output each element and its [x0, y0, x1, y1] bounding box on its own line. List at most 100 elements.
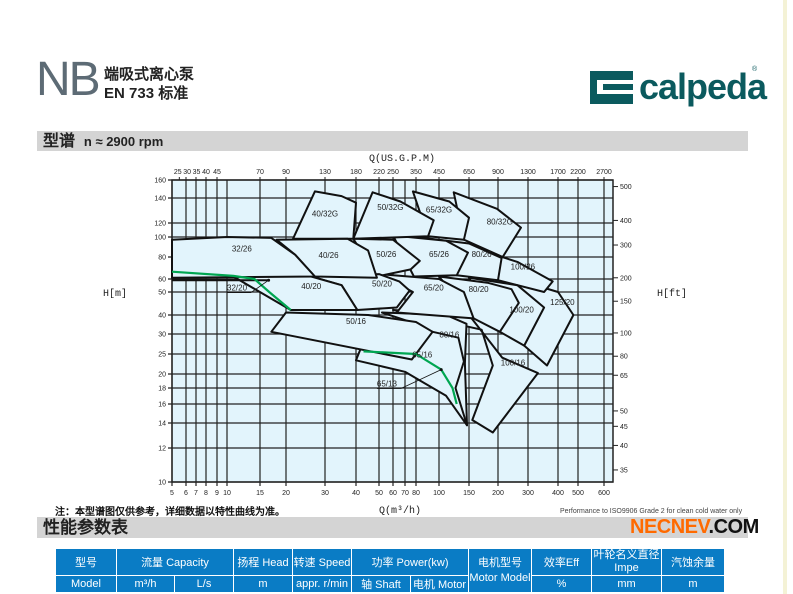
- pump-region-label: 65/32G: [426, 206, 452, 215]
- performance-table: 型号 流量 Capacity 扬程 Head 转速 Speed 功率 Power…: [55, 548, 725, 593]
- col-head: 扬程 Head: [233, 548, 293, 576]
- y-tick-label: 12: [158, 446, 166, 453]
- x-tick-label: 7: [194, 490, 198, 497]
- y-tick-label: 120: [154, 221, 166, 228]
- x2-tick-label: 35: [193, 169, 201, 176]
- x-tick-label: 300: [522, 490, 534, 497]
- col-npsh: 汽蚀余量: [661, 548, 725, 576]
- y-tick-label: 10: [158, 480, 166, 487]
- unit-shaft: 轴 Shaft: [351, 575, 411, 593]
- x2-tick-label: 90: [282, 169, 290, 176]
- x2-axis-title: Q(US.G.P.M): [369, 153, 435, 165]
- watermark-part1: NECNEV: [630, 516, 709, 538]
- y-tick-label: 50: [158, 290, 166, 297]
- x-tick-label: 10: [223, 490, 231, 497]
- unit-m: m: [233, 575, 293, 593]
- pump-region-50-32G: [352, 191, 435, 240]
- pump-region-label: 40/32G: [312, 209, 338, 218]
- y2-axis-title: H[ft]: [657, 288, 687, 300]
- x2-tick-label: 180: [350, 169, 362, 176]
- pump-region-label: 80/16: [439, 331, 460, 340]
- pump-region-50-16: [270, 311, 434, 361]
- x2-tick-label: 45: [213, 169, 221, 176]
- callout-point: [439, 368, 443, 372]
- x2-tick-label: 250: [387, 169, 399, 176]
- y-tick-label: 20: [158, 372, 166, 379]
- pump-region-label: 50/32G: [377, 203, 403, 212]
- unit-mm: mm: [591, 575, 662, 593]
- plot-frame: [171, 179, 614, 483]
- x-tick-label: 100: [433, 490, 445, 497]
- col-capacity: 流量 Capacity: [116, 548, 234, 576]
- callout-label-32-20: 32/20: [227, 284, 248, 293]
- col-impeller: 叶轮名义直径 Impe: [591, 548, 662, 576]
- series-name: NB: [36, 53, 101, 106]
- pump-region-100-16: [392, 309, 539, 434]
- y-tick-label: 16: [158, 402, 166, 409]
- pump-region-65-16: [355, 330, 468, 427]
- x-tick-label: 40: [352, 490, 360, 497]
- y2-tick-label: 500: [620, 184, 632, 191]
- unit-motor: 电机 Motor: [410, 575, 469, 593]
- section-title: 型谱: [43, 133, 76, 150]
- unit-npsh-m: m: [661, 575, 725, 593]
- x-tick-label: 70: [401, 490, 409, 497]
- x2-tick-label: 1300: [520, 169, 536, 176]
- x-tick-label: 400: [552, 490, 564, 497]
- y-tick-label: 40: [158, 313, 166, 320]
- y-tick-label: 25: [158, 352, 166, 359]
- logo-text: calpeda: [639, 66, 767, 107]
- y2-tick-label: 80: [620, 354, 628, 361]
- y-tick-label: 60: [158, 277, 166, 284]
- y-axis-title: H[m]: [103, 288, 127, 300]
- pump-region-label: 100/16: [501, 358, 526, 367]
- pump-region-label: 32/26: [232, 245, 253, 254]
- calpeda-logo: calpeda: [590, 66, 767, 108]
- x2-tick-label: 220: [373, 169, 385, 176]
- pump-region-label: 40/20: [301, 282, 322, 291]
- x2-tick-label: 350: [410, 169, 422, 176]
- callout-leader: [250, 279, 269, 293]
- unit-model: Model: [55, 575, 117, 593]
- col-efficiency: 效率Eff: [531, 548, 592, 576]
- pump-region-label: 65/20: [424, 284, 445, 293]
- registered-mark: ®: [752, 66, 758, 73]
- col-power: 功率 Power(kw): [351, 548, 469, 576]
- callout-label-65-13: 65/13: [377, 380, 398, 389]
- x-tick-label: 8: [204, 490, 208, 497]
- x2-tick-label: 130: [319, 169, 331, 176]
- x-tick-label: 150: [463, 490, 475, 497]
- x-tick-label: 60: [389, 490, 397, 497]
- x-tick-label: 9: [215, 490, 219, 497]
- y2-tick-label: 65: [620, 373, 628, 380]
- col-motor-model: 电机型号 Motor Model: [468, 548, 532, 593]
- x2-tick-label: 30: [183, 169, 191, 176]
- page-edge: [783, 0, 787, 594]
- watermark-part2: .COM: [708, 516, 760, 538]
- pump-region-label: 100/20: [509, 305, 534, 314]
- x2-tick-label: 2700: [596, 169, 612, 176]
- y2-tick-label: 35: [620, 467, 628, 474]
- x2-tick-label: 650: [463, 169, 475, 176]
- x-tick-label: 500: [572, 490, 584, 497]
- x2-tick-label: 2200: [570, 169, 586, 176]
- pump-region-label: 125/20: [550, 298, 575, 307]
- series-standard: EN 733 标准: [104, 85, 189, 102]
- pump-region-label: 65/16: [412, 351, 433, 360]
- unit-percent: %: [531, 575, 592, 593]
- y-tick-label: 100: [154, 235, 166, 242]
- unit-ls: L/s: [174, 575, 234, 593]
- logo-mark-icon: [590, 70, 633, 104]
- series-subtitle: 端吸式离心泵: [104, 66, 195, 83]
- x2-tick-label: 1700: [550, 169, 566, 176]
- y2-tick-label: 45: [620, 424, 628, 431]
- y-tick-label: 140: [154, 196, 166, 203]
- y2-tick-label: 150: [620, 299, 632, 306]
- performance-note: Performance to ISO9906 Grade 2 for clean…: [560, 508, 743, 515]
- pump-region-label: 50/16: [346, 317, 367, 326]
- y2-tick-label: 200: [620, 275, 632, 282]
- x-tick-label: 30: [321, 490, 329, 497]
- x2-tick-label: 40: [202, 169, 210, 176]
- x2-tick-label: 25: [174, 169, 182, 176]
